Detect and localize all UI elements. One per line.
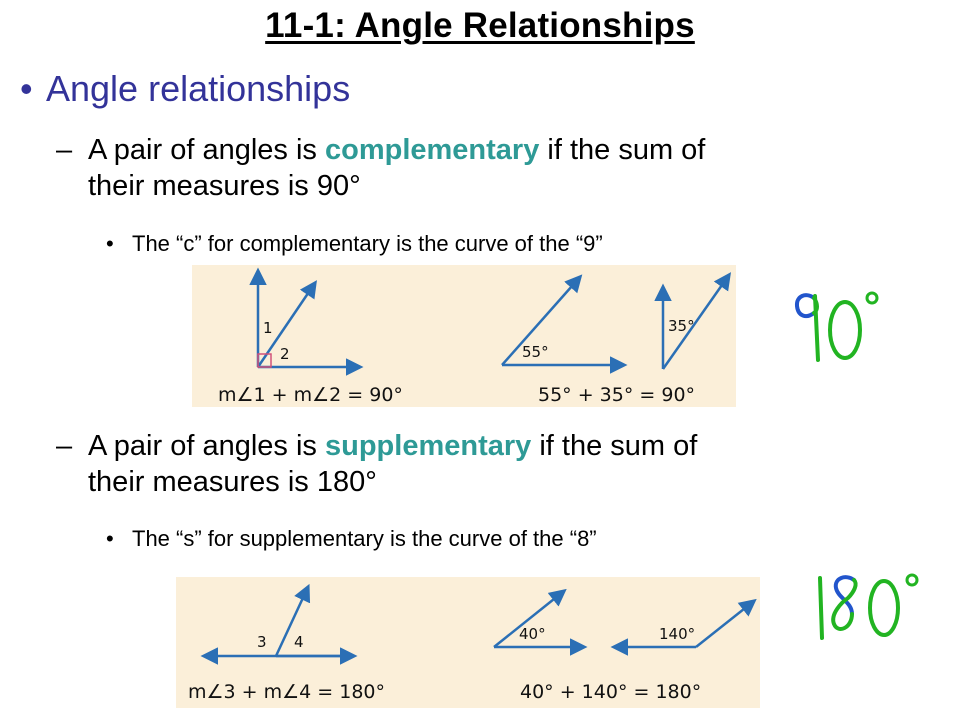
complementary-definition: –A pair of angles is complementary if th…	[56, 132, 705, 204]
equation-left: m∠1 + m∠2 = 90°	[218, 384, 403, 406]
sub-bullet-dot: •	[106, 526, 114, 551]
sub-bullet-dot: •	[106, 231, 114, 256]
equation-left: m∠3 + m∠4 = 180°	[188, 681, 385, 703]
comp-term: complementary	[324, 134, 540, 166]
slide-title: 11-1: Angle Relationships	[265, 6, 695, 45]
supplementary-tip: • The “s” for supplementary is the curve …	[106, 526, 597, 552]
angle-label-2: 2	[280, 345, 290, 363]
handwritten-90	[790, 282, 900, 372]
equation-right: 55° + 35° = 90°	[538, 384, 695, 406]
comp-pre: A pair of angles is	[88, 134, 325, 166]
angle-label-1: 1	[263, 319, 273, 337]
angle-label-35: 35°	[668, 317, 695, 335]
handwritten-180-drawing	[818, 573, 919, 640]
complementary-figure: 1 2 m∠1 + m∠2 = 90° 55° 35° 55° + 35° = …	[192, 265, 736, 407]
complementary-diagram: 1 2 m∠1 + m∠2 = 90° 55° 35° 55° + 35° = …	[218, 267, 732, 406]
ray-linear-up	[274, 583, 311, 657]
supp-tip-text: The “s” for supplementary is the curve o…	[132, 526, 597, 551]
angle-label-40: 40°	[519, 625, 546, 643]
supp-line2: their measures is 180°	[88, 466, 377, 498]
supp-pre: A pair of angles is	[88, 430, 325, 462]
complementary-tip: • The “c” for complementary is the curve …	[106, 231, 603, 257]
ray-diagonal	[256, 280, 317, 368]
angle-label-3: 3	[257, 633, 267, 651]
comp-post: if the sum of	[539, 134, 706, 166]
comp-tip-text: The “c” for complementary is the curve o…	[132, 231, 603, 256]
bullet-text: Angle relationships	[46, 68, 351, 109]
ray-140-diagonal	[695, 598, 757, 648]
dash-marker: –	[56, 430, 73, 462]
ray-35-diagonal	[661, 272, 732, 370]
equation-right: 40° + 140° = 180°	[520, 681, 701, 703]
supp-post: if the sum of	[531, 430, 698, 462]
right-angle-mark	[257, 353, 272, 368]
handwritten-180	[808, 568, 928, 651]
angle-label-55: 55°	[522, 343, 549, 361]
supplementary-diagram: 3 4 m∠3 + m∠4 = 180° 40° 140° 40° + 140°…	[188, 583, 757, 703]
angle-label-140: 140°	[659, 625, 695, 643]
supplementary-definition: –A pair of angles is supplementary if th…	[56, 428, 697, 500]
bullet-angle-relationships: • Angle relationships	[20, 68, 350, 110]
supplementary-figure: 3 4 m∠3 + m∠4 = 180° 40° 140° 40° + 140°…	[176, 577, 760, 708]
comp-line2: their measures is 90°	[88, 170, 361, 202]
bullet-dot: •	[20, 68, 33, 109]
supp-term: supplementary	[324, 430, 532, 462]
ray-40-diagonal	[493, 588, 567, 648]
angle-label-4: 4	[294, 633, 304, 651]
ray-55-diagonal	[501, 274, 583, 366]
dash-marker: –	[56, 134, 73, 166]
handwritten-90-drawing	[794, 291, 879, 362]
